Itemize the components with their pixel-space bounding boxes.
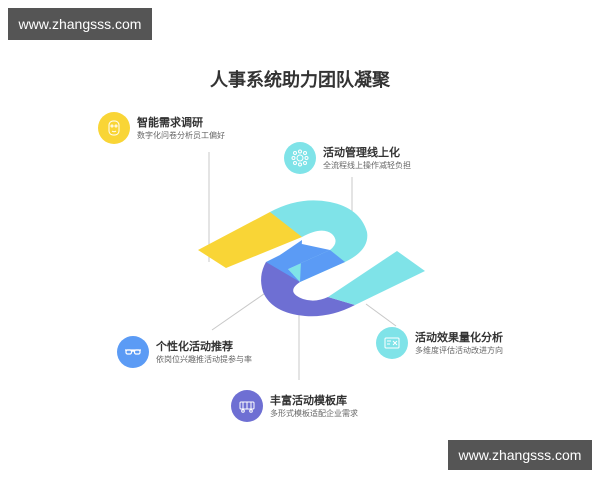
feature-effect-analysis: 活动效果量化分析 多维度评估活动改进方向: [376, 327, 503, 359]
feature-desc: 数字化问卷分析员工偏好: [137, 130, 225, 140]
feature-name: 智能需求调研: [137, 115, 203, 129]
feature-needs-research: 智能需求调研 数字化问卷分析员工偏好: [98, 112, 225, 144]
glasses-icon: [117, 336, 149, 368]
feature-name: 活动效果量化分析: [415, 330, 503, 344]
truck-icon: [231, 390, 263, 422]
yellow-segment: [198, 212, 302, 268]
feature-desc: 全流程线上操作减轻负担: [323, 160, 411, 170]
watermark-bottom: www.zhangsss.com: [448, 440, 592, 470]
face-icon: [98, 112, 130, 144]
feature-name: 活动管理线上化: [323, 145, 400, 159]
watermark-top: www.zhangsss.com: [8, 8, 152, 40]
cyan-lower-segment: [328, 251, 425, 305]
report-card-icon: [376, 327, 408, 359]
feature-desc: 多维度评估活动改进方向: [415, 345, 503, 355]
feature-personal-recommend: 个性化活动推荐 依岗位兴趣推活动提参与率: [117, 336, 252, 368]
network-icon: [284, 142, 316, 174]
feature-name: 个性化活动推荐: [156, 339, 233, 353]
feature-desc: 多形式模板适配企业需求: [270, 408, 358, 418]
feature-desc: 依岗位兴趣推活动提参与率: [156, 354, 252, 364]
feature-name: 丰富活动模板库: [270, 393, 347, 407]
feature-template-library: 丰富活动模板库 多形式模板适配企业需求: [231, 390, 358, 422]
feature-online-management: 活动管理线上化 全流程线上操作减轻负担: [284, 142, 411, 174]
purple-segment: [261, 262, 355, 317]
page-title: 人事系统助力团队凝聚: [210, 70, 390, 91]
